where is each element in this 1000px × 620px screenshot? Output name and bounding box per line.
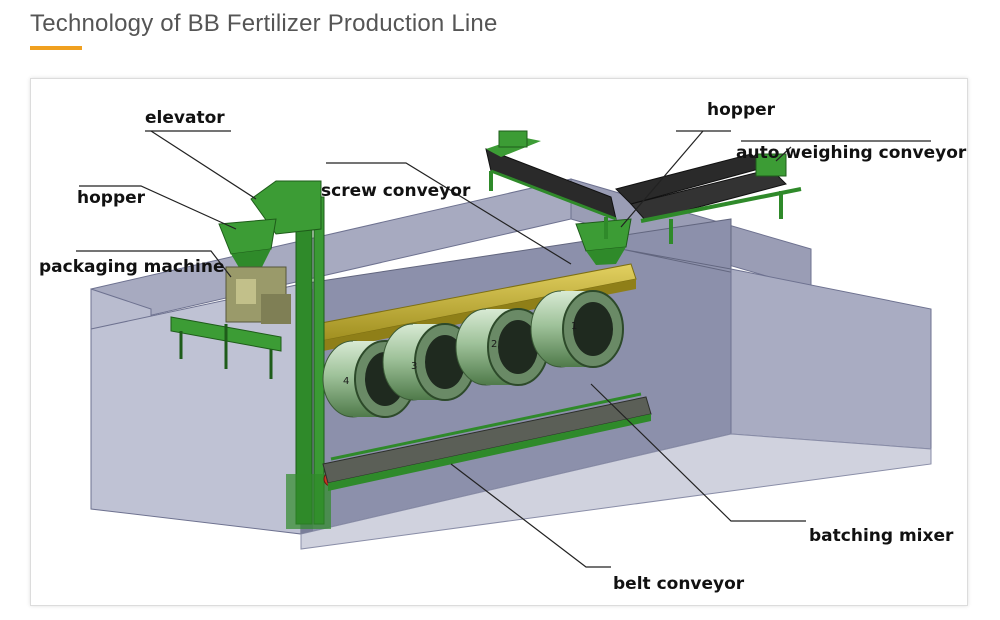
leader-hopper-right	[620, 130, 704, 228]
hopper-right-graphic	[575, 218, 632, 265]
mixer-number-2: 2	[491, 339, 497, 350]
weighing-conveyor-left-graphic	[485, 130, 617, 239]
label-batching-mixer: batching mixer	[809, 526, 954, 546]
leader-lines	[76, 130, 931, 568]
page-title: Technology of BB Fertilizer Production L…	[30, 10, 498, 37]
label-belt-conveyor: belt conveyor	[613, 574, 745, 594]
leader-packaging-machine	[76, 250, 232, 278]
mixer-number-3: 3	[411, 361, 417, 372]
leader-batching-mixer	[590, 383, 806, 522]
title-underline	[30, 46, 82, 50]
label-elevator: elevator	[145, 108, 225, 128]
leader-belt-conveyor	[450, 463, 611, 568]
pit-structure	[90, 178, 932, 550]
leader-elevator	[150, 130, 257, 200]
label-hopper-left: hopper	[77, 188, 146, 208]
leader-weighing	[775, 146, 792, 162]
packaging-machine-graphic	[170, 218, 291, 379]
label-screw-conveyor: screw conveyor	[321, 181, 471, 201]
leader-hopper-left	[79, 185, 237, 230]
production-line-diagram: 1 2 3 4 elevator hopper packaging machin…	[39, 100, 967, 594]
mixer-number-4: 4	[343, 376, 349, 387]
leader-screw-conveyor	[326, 162, 572, 265]
label-packaging-machine: packaging machine	[39, 257, 225, 277]
label-auto-weighing-conveyor: auto weighing conveyor	[736, 143, 967, 163]
label-hopper-right: hopper	[707, 100, 776, 120]
mixer-number-1: 1	[571, 321, 577, 332]
weighing-conveyor-right-graphic	[615, 153, 802, 244]
mixer-drum-1	[530, 290, 624, 368]
belt-conveyor-graphic	[322, 392, 652, 491]
diagram-frame: 1 2 3 4 elevator hopper packaging machin…	[30, 78, 968, 606]
